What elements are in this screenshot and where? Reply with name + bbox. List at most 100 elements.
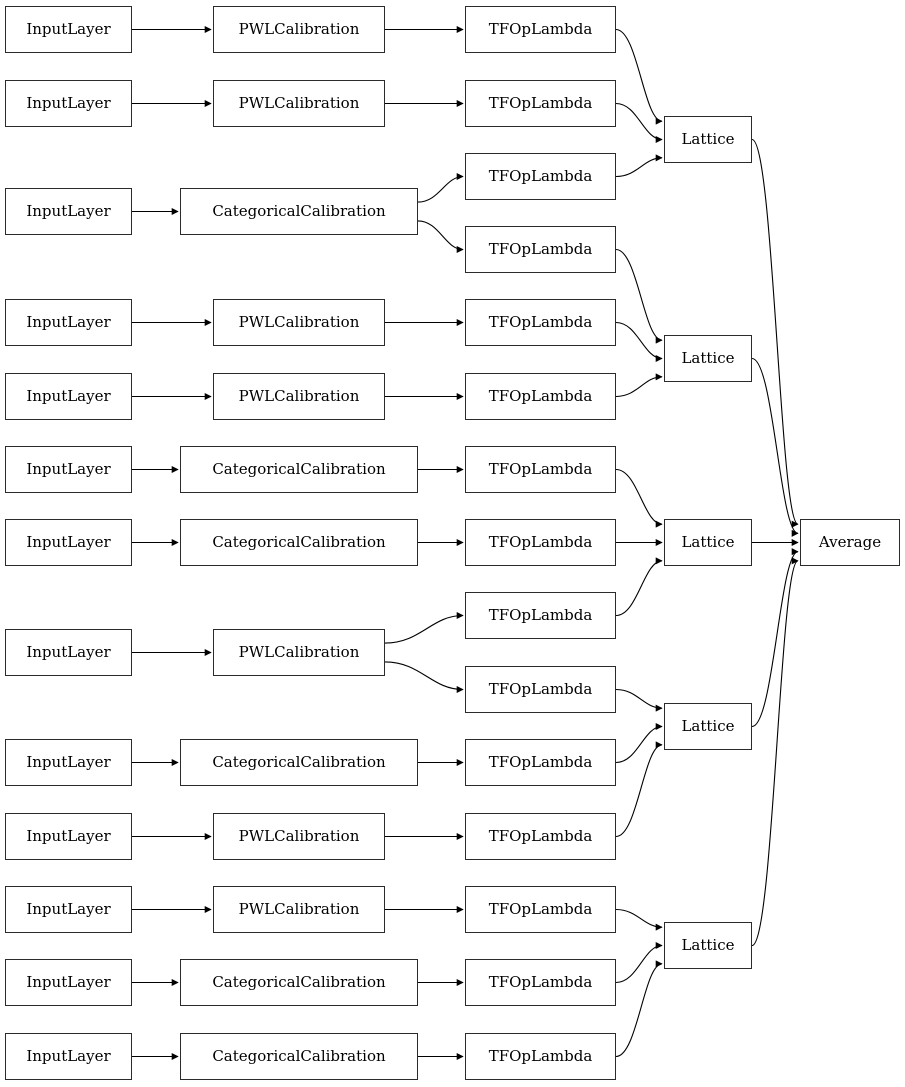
node-label: PWLCalibration (238, 827, 360, 845)
edge-tf15-to-lat5 (615, 960, 663, 1058)
edge-cal3-to-tf3 (417, 173, 464, 203)
node-tfop-lambda-tf5[interactable]: TFOpLambda (465, 299, 616, 346)
node-label: CategoricalCalibration (212, 1047, 386, 1065)
node-label: InputLayer (26, 533, 111, 551)
edge-tf11-to-lat4 (615, 723, 663, 764)
node-label: TFOpLambda (488, 313, 593, 331)
node-label: CategoricalCalibration (212, 973, 386, 991)
node-input-layer-in13[interactable]: InputLayer (5, 1033, 132, 1080)
edge-tf1-to-lat1 (615, 28, 663, 125)
node-input-layer-in8[interactable]: InputLayer (5, 629, 132, 676)
node-tfop-lambda-tf6[interactable]: TFOpLambda (465, 373, 616, 420)
node-label: InputLayer (26, 1047, 111, 1065)
node-label: Lattice (681, 349, 735, 367)
node-pwlcalibration-cal4[interactable]: PWLCalibration (213, 299, 385, 346)
edge-lat1-to-avg (751, 138, 799, 528)
edge-tf9-to-lat3 (615, 557, 663, 617)
node-input-layer-in1[interactable]: InputLayer (5, 6, 132, 53)
edge-tf12-to-lat4 (615, 741, 663, 838)
node-label: TFOpLambda (488, 827, 593, 845)
edge-tf13-to-lat5 (615, 908, 663, 931)
node-label: Lattice (681, 717, 735, 735)
node-label: PWLCalibration (238, 20, 360, 38)
node-input-layer-in11[interactable]: InputLayer (5, 886, 132, 933)
edge-tf14-to-lat5 (615, 942, 663, 984)
node-input-layer-in2[interactable]: InputLayer (5, 80, 132, 127)
node-categorical-calibration-cal9[interactable]: CategoricalCalibration (180, 739, 418, 786)
node-categorical-calibration-cal12[interactable]: CategoricalCalibration (180, 959, 418, 1006)
node-label: InputLayer (26, 827, 111, 845)
node-input-layer-in4[interactable]: InputLayer (5, 299, 132, 346)
node-label: TFOpLambda (488, 533, 593, 551)
node-pwlcalibration-cal10[interactable]: PWLCalibration (213, 813, 385, 860)
edge-tf5-to-lat2 (615, 321, 663, 362)
node-categorical-calibration-cal6[interactable]: CategoricalCalibration (180, 446, 418, 493)
node-tfop-lambda-tf13[interactable]: TFOpLambda (465, 886, 616, 933)
node-input-layer-in5[interactable]: InputLayer (5, 373, 132, 420)
node-label: CategoricalCalibration (212, 533, 386, 551)
node-label: CategoricalCalibration (212, 753, 386, 771)
node-label: InputLayer (26, 460, 111, 478)
edge-lat2-to-avg (751, 357, 799, 537)
node-lattice-lat5[interactable]: Lattice (664, 922, 752, 969)
node-tfop-lambda-tf14[interactable]: TFOpLambda (465, 959, 616, 1006)
node-label: TFOpLambda (488, 387, 593, 405)
node-input-layer-in10[interactable]: InputLayer (5, 813, 132, 860)
node-tfop-lambda-tf12[interactable]: TFOpLambda (465, 813, 616, 860)
node-label: PWLCalibration (238, 313, 360, 331)
node-input-layer-in3[interactable]: InputLayer (5, 188, 132, 235)
node-tfop-lambda-tf1[interactable]: TFOpLambda (465, 6, 616, 53)
node-lattice-lat4[interactable]: Lattice (664, 703, 752, 750)
node-tfop-lambda-tf15[interactable]: TFOpLambda (465, 1033, 616, 1080)
node-categorical-calibration-cal3[interactable]: CategoricalCalibration (180, 188, 418, 235)
edge-cal3-to-tf4 (417, 220, 464, 253)
node-pwlcalibration-cal2[interactable]: PWLCalibration (213, 80, 385, 127)
node-label: CategoricalCalibration (212, 460, 386, 478)
edge-lat5-to-avg (751, 557, 799, 947)
node-categorical-calibration-cal13[interactable]: CategoricalCalibration (180, 1033, 418, 1080)
node-average-avg[interactable]: Average (800, 519, 900, 566)
node-input-layer-in9[interactable]: InputLayer (5, 739, 132, 786)
node-label: Average (818, 533, 882, 551)
node-input-layer-in12[interactable]: InputLayer (5, 959, 132, 1006)
node-label: TFOpLambda (488, 94, 593, 112)
node-tfop-lambda-tf10[interactable]: TFOpLambda (465, 666, 616, 713)
node-lattice-lat1[interactable]: Lattice (664, 116, 752, 163)
node-tfop-lambda-tf9[interactable]: TFOpLambda (465, 592, 616, 639)
node-tfop-lambda-tf4[interactable]: TFOpLambda (465, 226, 616, 273)
node-label: InputLayer (26, 900, 111, 918)
node-input-layer-in6[interactable]: InputLayer (5, 446, 132, 493)
node-label: TFOpLambda (488, 606, 593, 624)
node-label: InputLayer (26, 313, 111, 331)
node-pwlcalibration-cal5[interactable]: PWLCalibration (213, 373, 385, 420)
edge-tf2-to-lat1 (615, 102, 663, 143)
node-label: PWLCalibration (238, 900, 360, 918)
node-label: InputLayer (26, 387, 111, 405)
edge-tf3-to-lat1 (615, 154, 663, 178)
edge-tf4-to-lat2 (615, 248, 663, 344)
node-lattice-lat2[interactable]: Lattice (664, 335, 752, 382)
node-categorical-calibration-cal7[interactable]: CategoricalCalibration (180, 519, 418, 566)
node-label: InputLayer (26, 20, 111, 38)
node-lattice-lat3[interactable]: Lattice (664, 519, 752, 566)
node-label: InputLayer (26, 202, 111, 220)
node-tfop-lambda-tf3[interactable]: TFOpLambda (465, 153, 616, 200)
node-pwlcalibration-cal8[interactable]: PWLCalibration (213, 629, 385, 676)
node-tfop-lambda-tf2[interactable]: TFOpLambda (465, 80, 616, 127)
node-label: PWLCalibration (238, 94, 360, 112)
node-tfop-lambda-tf11[interactable]: TFOpLambda (465, 739, 616, 786)
node-input-layer-in7[interactable]: InputLayer (5, 519, 132, 566)
node-label: TFOpLambda (488, 20, 593, 38)
node-pwlcalibration-cal11[interactable]: PWLCalibration (213, 886, 385, 933)
node-label: Lattice (681, 533, 735, 551)
node-label: InputLayer (26, 94, 111, 112)
node-tfop-lambda-tf7[interactable]: TFOpLambda (465, 446, 616, 493)
node-label: CategoricalCalibration (212, 202, 386, 220)
edge-tf6-to-lat2 (615, 373, 663, 398)
node-label: PWLCalibration (238, 643, 360, 661)
node-pwlcalibration-cal1[interactable]: PWLCalibration (213, 6, 385, 53)
edge-cal8-to-tf9 (384, 612, 464, 644)
edge-cal8-to-tf10 (384, 661, 464, 693)
node-tfop-lambda-tf8[interactable]: TFOpLambda (465, 519, 616, 566)
